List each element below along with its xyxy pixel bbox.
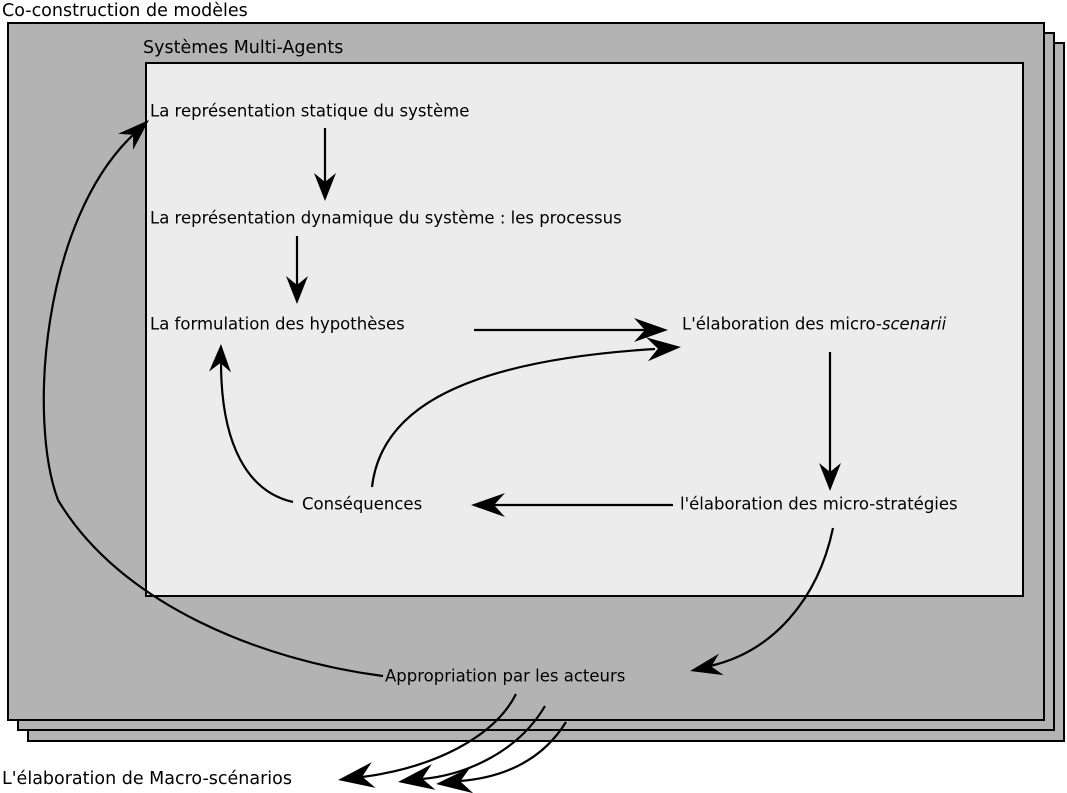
diagram-title: Co-construction de modèles (2, 0, 248, 21)
arrowhead-appropriation-to-macro-2 (398, 764, 436, 790)
node-dynamic-representation: La représentation dynamique du système :… (150, 208, 622, 228)
node-appropriation: Appropriation par les acteurs (385, 666, 626, 686)
frame-label: Systèmes Multi-Agents (143, 37, 344, 58)
node-consequences: Conséquences (302, 494, 423, 514)
node-micro-scenarii: L'élaboration des micro-scenarii (682, 314, 947, 335)
arrowhead-appropriation-to-macro-1 (338, 762, 376, 788)
node-micro-strategies: l'élaboration des micro-stratégies (680, 494, 958, 514)
node-micro-scenarii-italic: scenarii (881, 314, 947, 334)
node-micro-scenarii-prefix: L'élaboration des micro- (682, 314, 882, 334)
node-macro-scenarios: L'élaboration de Macro-scénarios (2, 768, 292, 789)
arrowhead-appropriation-to-macro-3 (436, 767, 473, 793)
node-static-representation: La représentation statique du système (150, 101, 470, 121)
node-hypotheses: La formulation des hypothèses (150, 314, 405, 334)
